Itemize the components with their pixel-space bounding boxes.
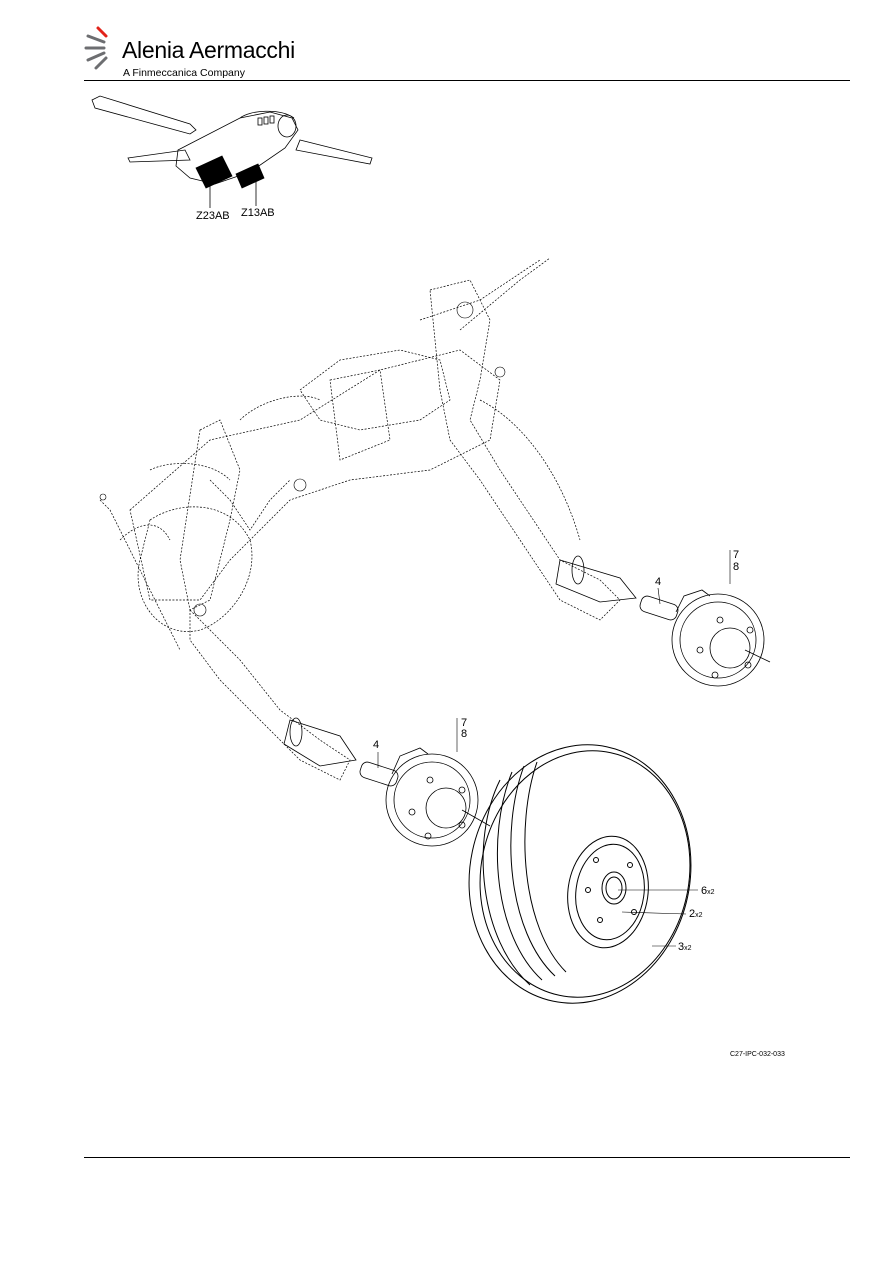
callout-4-right: 4 [655, 576, 661, 588]
gear-structure-detail [99, 301, 506, 617]
callout-7-left: 7 [461, 717, 467, 729]
callout-4-left: 4 [373, 739, 379, 751]
figure-reference: C27-IPC-032-033 [730, 1051, 785, 1058]
logo-swoosh-icon [84, 26, 108, 70]
callout-3-qty: x2 [684, 945, 692, 952]
callout-2: 2x2 [689, 908, 703, 920]
header-divider [84, 80, 850, 81]
right-axle-assembly [555, 555, 771, 687]
callout-8-right: 8 [733, 561, 739, 573]
footer-divider [84, 1157, 850, 1158]
callout-3: 3x2 [678, 941, 692, 953]
gear-structure-phantom [99, 257, 621, 781]
zone-label-z13ab: Z13AB [241, 207, 275, 219]
aircraft-locator-view [91, 95, 373, 208]
brand-tagline: A Finmeccanica Company [123, 67, 245, 79]
callout-leaders [377, 550, 731, 947]
callout-6: 6x2 [701, 885, 715, 897]
zone-label-z23ab: Z23AB [196, 210, 230, 222]
callout-7-right: 7 [733, 549, 739, 561]
wheel-tire-assembly [468, 744, 692, 1004]
left-axle-assembly [283, 717, 491, 847]
company-logo: Alenia Aermacchi A Finmeccanica Company [84, 22, 344, 82]
callout-8-left: 8 [461, 728, 467, 740]
callout-2-qty: x2 [695, 912, 703, 919]
brand-name: Alenia Aermacchi [122, 37, 295, 63]
callout-6-qty: x2 [707, 889, 715, 896]
